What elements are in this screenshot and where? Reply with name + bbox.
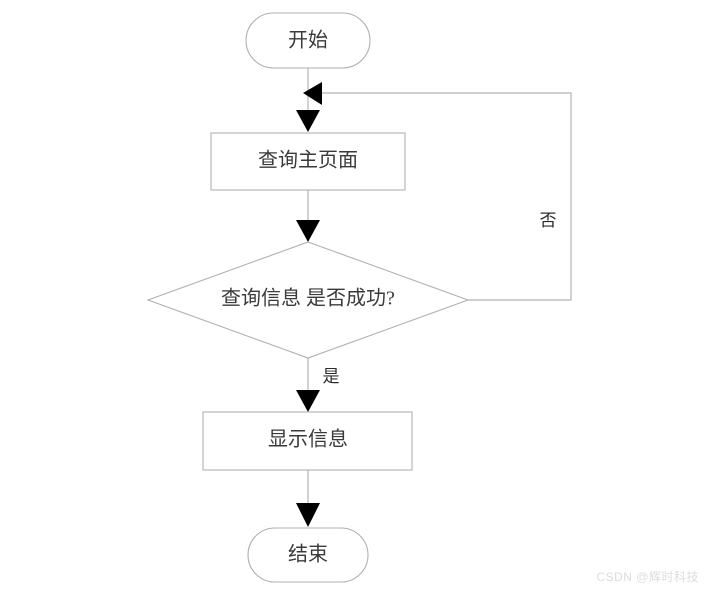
node-start[interactable]: 开始 — [245, 12, 371, 69]
node-end-shape — [247, 527, 369, 583]
edge-query-to-decision-arrowhead — [296, 220, 320, 242]
node-decision-label: 查询信息 是否成功? — [221, 287, 395, 310]
edge-decision-to-display-arrowhead — [296, 390, 320, 412]
node-decision[interactable]: 查询信息 是否成功? — [146, 241, 470, 359]
node-decision-shape — [146, 241, 470, 359]
node-query-main-page-shape — [210, 132, 406, 191]
csdn-watermark: CSDN @辉时科技 — [596, 570, 699, 584]
edge-label-no: 否 — [540, 211, 557, 230]
node-end[interactable]: 结束 — [247, 527, 369, 583]
node-end-label: 结束 — [288, 543, 328, 566]
edge-start-to-query-arrowhead — [296, 110, 320, 132]
node-query-main-page[interactable]: 查询主页面 — [210, 132, 406, 191]
node-start-label: 开始 — [288, 29, 328, 52]
node-display-info-shape — [202, 411, 413, 471]
edge-display-to-end-arrowhead — [296, 503, 320, 527]
edge-decision-to-query-line — [320, 92, 572, 301]
node-display-info[interactable]: 显示信息 — [202, 411, 413, 471]
node-display-info-label: 显示信息 — [268, 428, 348, 451]
node-start-shape — [245, 12, 371, 69]
edge-label-yes: 是 — [323, 367, 340, 386]
edge-decision-to-query-arrowhead — [303, 82, 322, 105]
node-query-main-page-label: 查询主页面 — [258, 149, 358, 172]
